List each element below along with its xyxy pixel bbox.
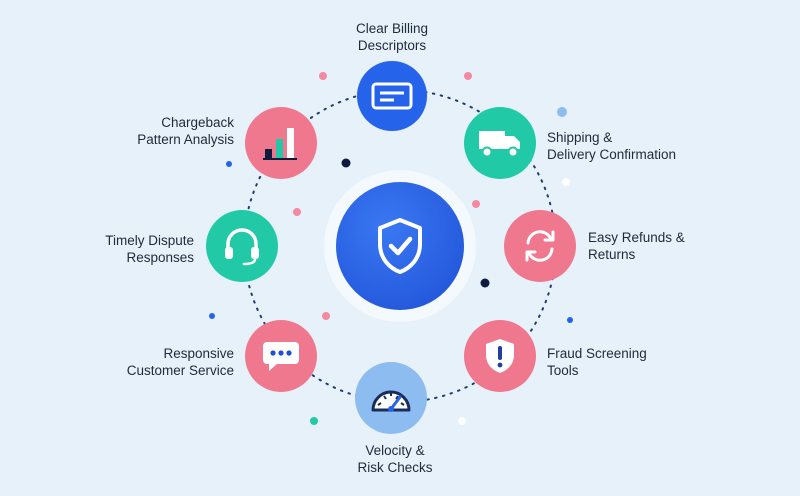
label-customer-service: Responsive Customer Service xyxy=(126,346,234,378)
label-fraud-screening: Fraud Screening Tools xyxy=(547,346,647,378)
label-shipping: Shipping & Delivery Confirmation xyxy=(547,130,677,162)
shield-check-icon xyxy=(378,218,422,274)
node-shipping xyxy=(464,107,536,179)
label-velocity: Velocity & Risk Checks xyxy=(357,443,433,475)
headset-icon xyxy=(225,228,259,266)
bar-chart-icon xyxy=(263,128,297,160)
chat-icon xyxy=(263,342,299,371)
node-customer-service xyxy=(245,320,317,392)
refresh-icon xyxy=(525,230,555,262)
decorative-dots xyxy=(209,72,573,425)
credit-card-icon xyxy=(371,82,413,110)
label-easy-refunds: Easy Refunds & Returns xyxy=(588,230,685,262)
label-dispute-responses: Timely Dispute Responses xyxy=(105,233,194,265)
node-clear-billing xyxy=(357,61,427,131)
node-chargeback-analysis xyxy=(245,107,317,179)
gauge-icon xyxy=(371,390,411,412)
shield-alert-icon xyxy=(486,339,514,373)
node-velocity xyxy=(355,362,427,434)
node-easy-refunds xyxy=(504,210,576,282)
node-dispute-responses xyxy=(206,210,278,282)
node-fraud-screening xyxy=(464,320,536,392)
label-clear-billing: Clear Billing Descriptors xyxy=(355,21,429,53)
label-chargeback-analysis: Chargeback Pattern Analysis xyxy=(137,115,234,147)
truck-icon xyxy=(479,131,520,158)
center-node xyxy=(336,182,464,310)
